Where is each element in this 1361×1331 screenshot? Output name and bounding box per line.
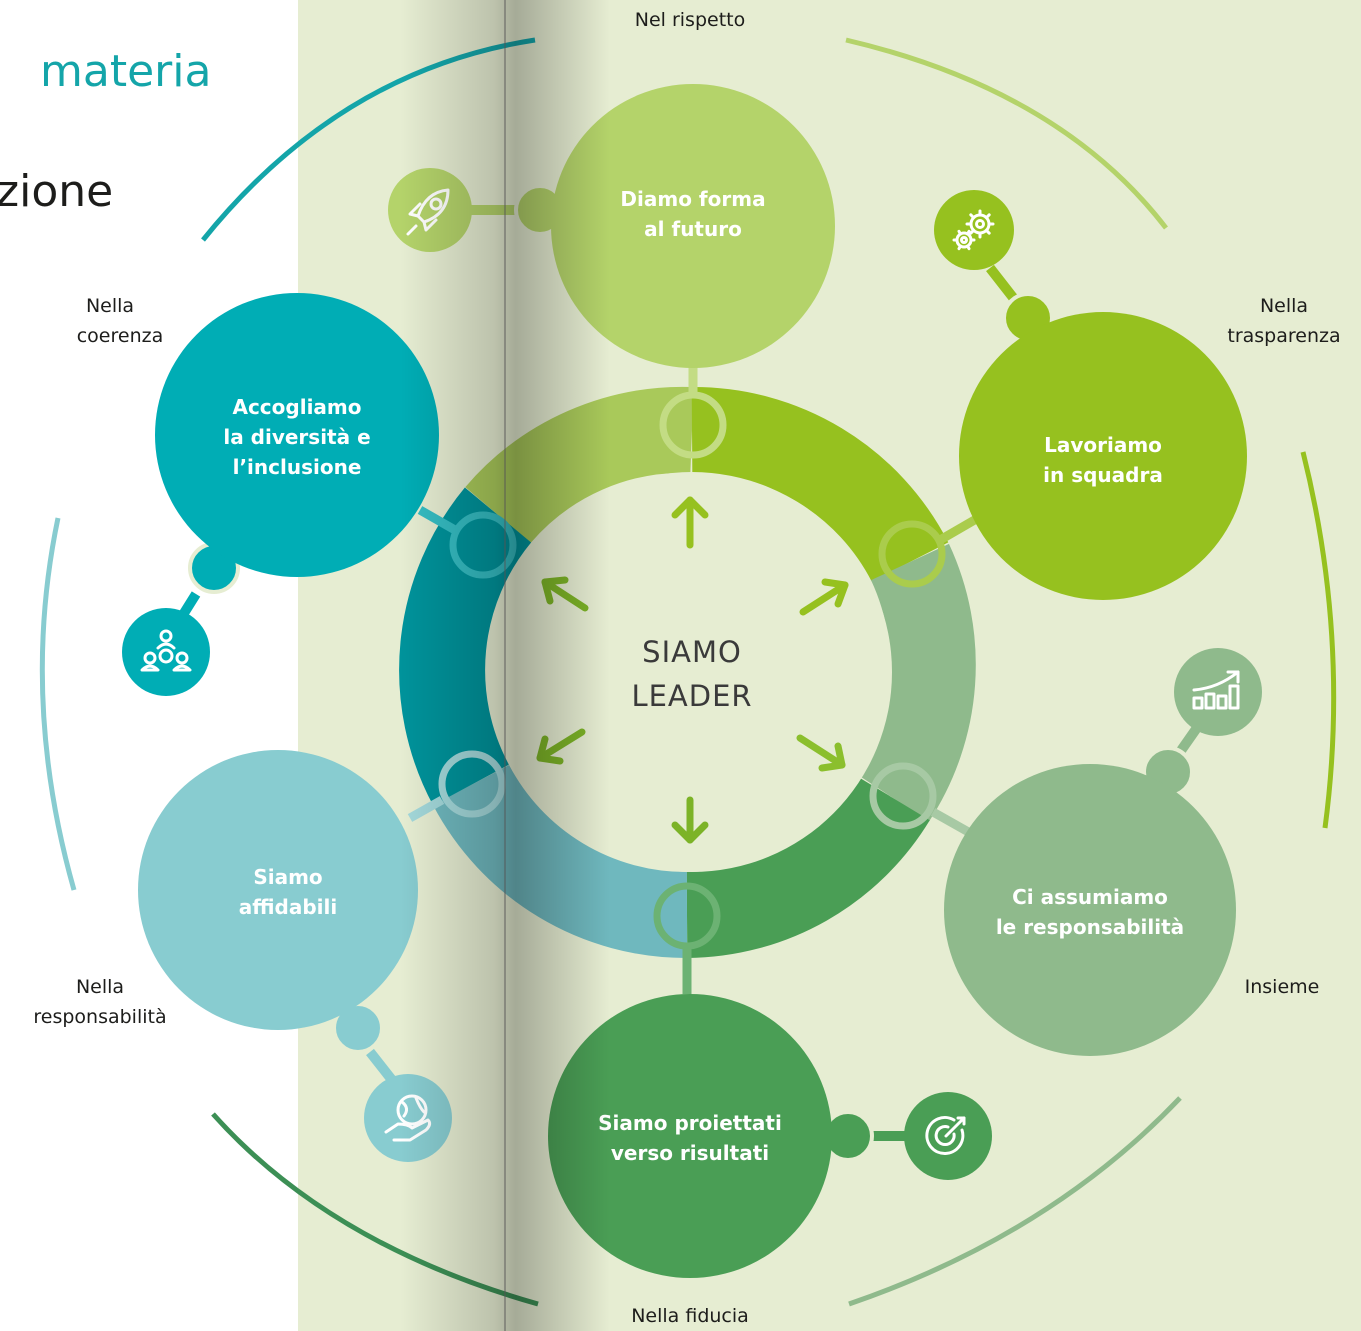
label-bottom-left-line1: Nella bbox=[76, 976, 124, 998]
value-label: la diversità e bbox=[223, 425, 370, 449]
ring-connector bbox=[937, 514, 981, 544]
arrow-down-icon bbox=[671, 796, 709, 844]
label-top-left-line1: Nella bbox=[86, 295, 134, 317]
ring-port bbox=[659, 391, 727, 459]
value-bubble bbox=[138, 750, 418, 1030]
label-top-right-line2: trasparenza bbox=[1227, 325, 1340, 347]
value-label: al futuro bbox=[644, 217, 742, 241]
value-label: Siamo bbox=[253, 865, 322, 889]
value-bubble bbox=[548, 994, 832, 1278]
label-bottom: Nella fiducia bbox=[631, 1305, 749, 1327]
outer-arc-right bbox=[1300, 451, 1337, 829]
value-label: affidabili bbox=[239, 895, 338, 919]
gears-icon bbox=[934, 190, 1014, 270]
label-top-left-line2: coerenza bbox=[77, 325, 164, 347]
outer-arc-top-right bbox=[845, 37, 1168, 230]
value-node: Accogliamo la diversità e l’inclusione bbox=[122, 293, 517, 696]
value-node: Siamo proiettati verso risultati bbox=[548, 882, 992, 1278]
value-label: Accogliamo bbox=[232, 395, 361, 419]
value-node: Lavoriamo in squadra bbox=[878, 190, 1247, 600]
label-bottom-left-line2: responsabilità bbox=[33, 1006, 166, 1028]
center-title-line2: LEADER bbox=[631, 679, 752, 713]
label-top: Nel rispetto bbox=[635, 9, 745, 31]
value-label: in squadra bbox=[1043, 463, 1163, 487]
people-network-icon bbox=[122, 608, 210, 696]
icon-connector bbox=[366, 1048, 396, 1084]
outer-arc-left bbox=[39, 517, 77, 891]
outer-arcs bbox=[39, 37, 1337, 1307]
value-label: verso risultati bbox=[611, 1141, 769, 1165]
value-label: Ci assumiamo bbox=[1012, 885, 1168, 909]
target-icon bbox=[904, 1092, 992, 1180]
outer-labels: Nel rispetto Nella trasparenza Insieme N… bbox=[33, 9, 1340, 1327]
value-bubble bbox=[944, 764, 1236, 1056]
value-node: Ci assumiamo le responsabilità bbox=[869, 648, 1262, 1056]
arrow-up-icon bbox=[671, 496, 709, 549]
ring-segment-right bbox=[856, 543, 976, 822]
icon-connector bbox=[986, 264, 1019, 304]
header-title-fragment: materia bbox=[40, 46, 211, 97]
value-bubble bbox=[551, 84, 835, 368]
arrow-up-right-icon bbox=[799, 578, 849, 616]
value-bubble bbox=[155, 293, 439, 577]
ring-port bbox=[878, 520, 946, 588]
outer-arc-bottom-right bbox=[848, 1096, 1182, 1307]
label-top-right-line1: Nella bbox=[1260, 295, 1308, 317]
value-label: Lavoriamo bbox=[1044, 433, 1162, 457]
ring-port bbox=[869, 762, 937, 830]
value-label: le responsabilità bbox=[996, 915, 1184, 939]
ring-port bbox=[653, 882, 721, 950]
center-title-line1: SIAMO bbox=[642, 635, 742, 669]
ring-connector bbox=[930, 808, 975, 838]
header-subtitle-fragment: zione bbox=[0, 166, 113, 217]
value-label: Diamo forma bbox=[620, 187, 765, 211]
value-label: l’inclusione bbox=[233, 455, 362, 479]
arrow-down-right-icon bbox=[796, 734, 846, 772]
label-right: Insieme bbox=[1245, 976, 1320, 998]
value-label: Siamo proiettati bbox=[598, 1111, 782, 1135]
growth-chart-icon bbox=[1174, 648, 1262, 736]
value-bubble bbox=[959, 312, 1247, 600]
